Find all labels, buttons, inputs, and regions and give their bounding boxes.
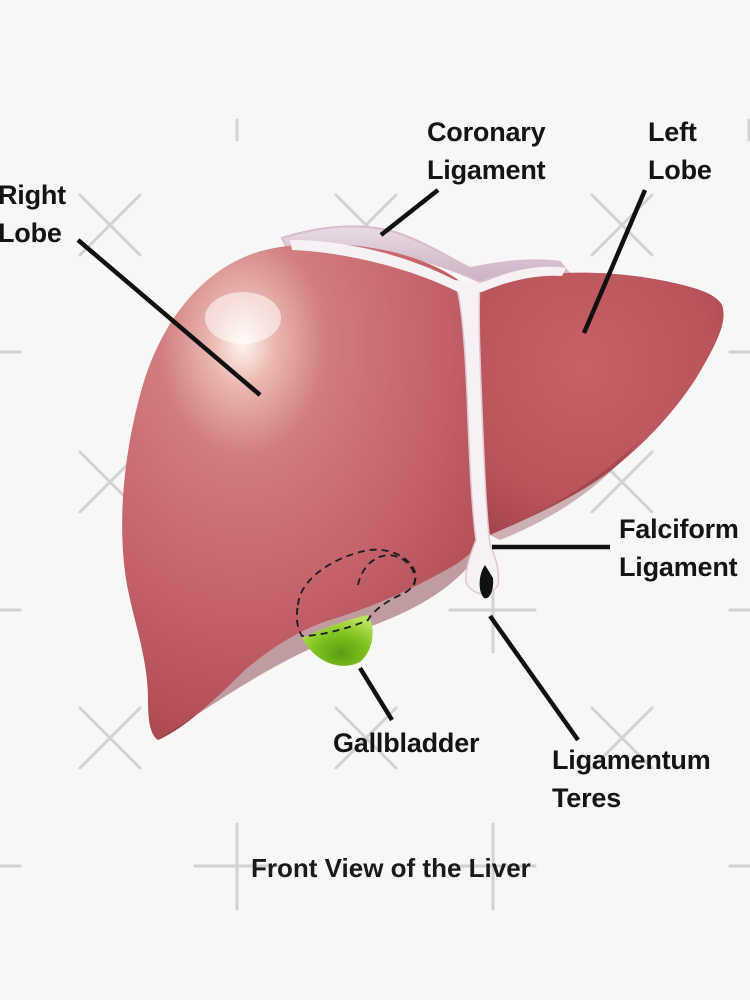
label-right-lobe: Right Lobe bbox=[0, 180, 66, 248]
diagram-caption: Front View of the Liver bbox=[251, 853, 531, 883]
right-lobe-leader-line bbox=[76, 238, 262, 397]
gallbladder-leader-line bbox=[358, 666, 394, 722]
ligamentum-teres-leader-line bbox=[488, 614, 580, 742]
label-left-lobe: Left Lobe bbox=[648, 117, 712, 185]
label-coronary-ligament: Coronary Ligament bbox=[427, 117, 546, 185]
left-lobe-leader-line bbox=[581, 189, 648, 334]
left-lobe-shape bbox=[470, 272, 724, 540]
label-gallbladder: Gallbladder bbox=[333, 728, 480, 758]
gallbladder-shape bbox=[295, 548, 417, 666]
label-falciform-ligament: Falciform Ligament bbox=[619, 514, 739, 582]
coronary-ligament-leader-line bbox=[379, 188, 440, 237]
falciform-ligament-shape bbox=[290, 240, 566, 599]
label-ligamentum-teres: Ligamentum Teres bbox=[552, 745, 711, 813]
leader-lines bbox=[76, 188, 648, 742]
right-lobe-shape bbox=[122, 243, 488, 740]
